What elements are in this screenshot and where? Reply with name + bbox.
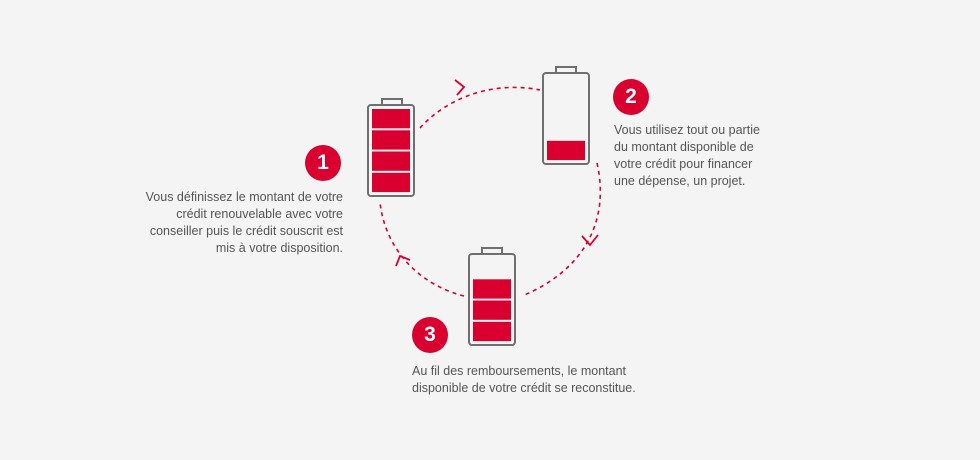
battery-cell [473, 279, 511, 299]
cycle-arrow-2-to-3 [521, 162, 602, 297]
step-1-line: conseiller puis le crédit souscrit est [149, 224, 343, 238]
battery-cell [372, 109, 410, 129]
step-2-line: Vous utilisez tout ou partie [614, 123, 760, 137]
step-1-description: Vous définissez le montant de votre créd… [146, 189, 343, 257]
battery-cell [372, 151, 410, 171]
step-1-line: mis à votre disposition. [215, 241, 343, 255]
step-2-description: Vous utilisez tout ou partie du montant … [614, 122, 760, 190]
battery-icon-step-1 [367, 98, 415, 197]
cycle-arrow-1-to-2 [419, 86, 541, 129]
step-3-line: Au fil des remboursements, le montant [412, 364, 626, 378]
battery-icon-step-2 [542, 66, 590, 165]
battery-cell [372, 172, 410, 193]
step-2-badge: 2 [613, 79, 649, 115]
step-3-description: Au fil des remboursements, le montant di… [412, 363, 636, 397]
battery-cell [372, 130, 410, 150]
battery-icon-step-3 [468, 247, 516, 346]
step-1-line: Vous définissez le montant de votre [145, 190, 343, 204]
step-2-line: une dépense, un projet. [614, 174, 746, 188]
step-1-line: crédit renouvelable avec votre [176, 207, 343, 221]
battery-cell [547, 140, 585, 161]
battery-cell [473, 300, 511, 320]
battery-cell [473, 321, 511, 342]
arrowhead-right-icon [454, 79, 466, 96]
arrowhead-down-icon [581, 234, 599, 247]
cycle-arrow-3-to-1 [379, 201, 465, 297]
step-1-badge: 1 [305, 145, 341, 181]
step-3-badge: 3 [412, 317, 448, 353]
step-3-line: disponible de votre crédit se reconstitu… [412, 381, 636, 395]
arrowhead-up-icon [395, 254, 411, 267]
step-2-line: du montant disponible de [614, 140, 754, 154]
step-2-line: votre crédit pour financer [614, 157, 753, 171]
